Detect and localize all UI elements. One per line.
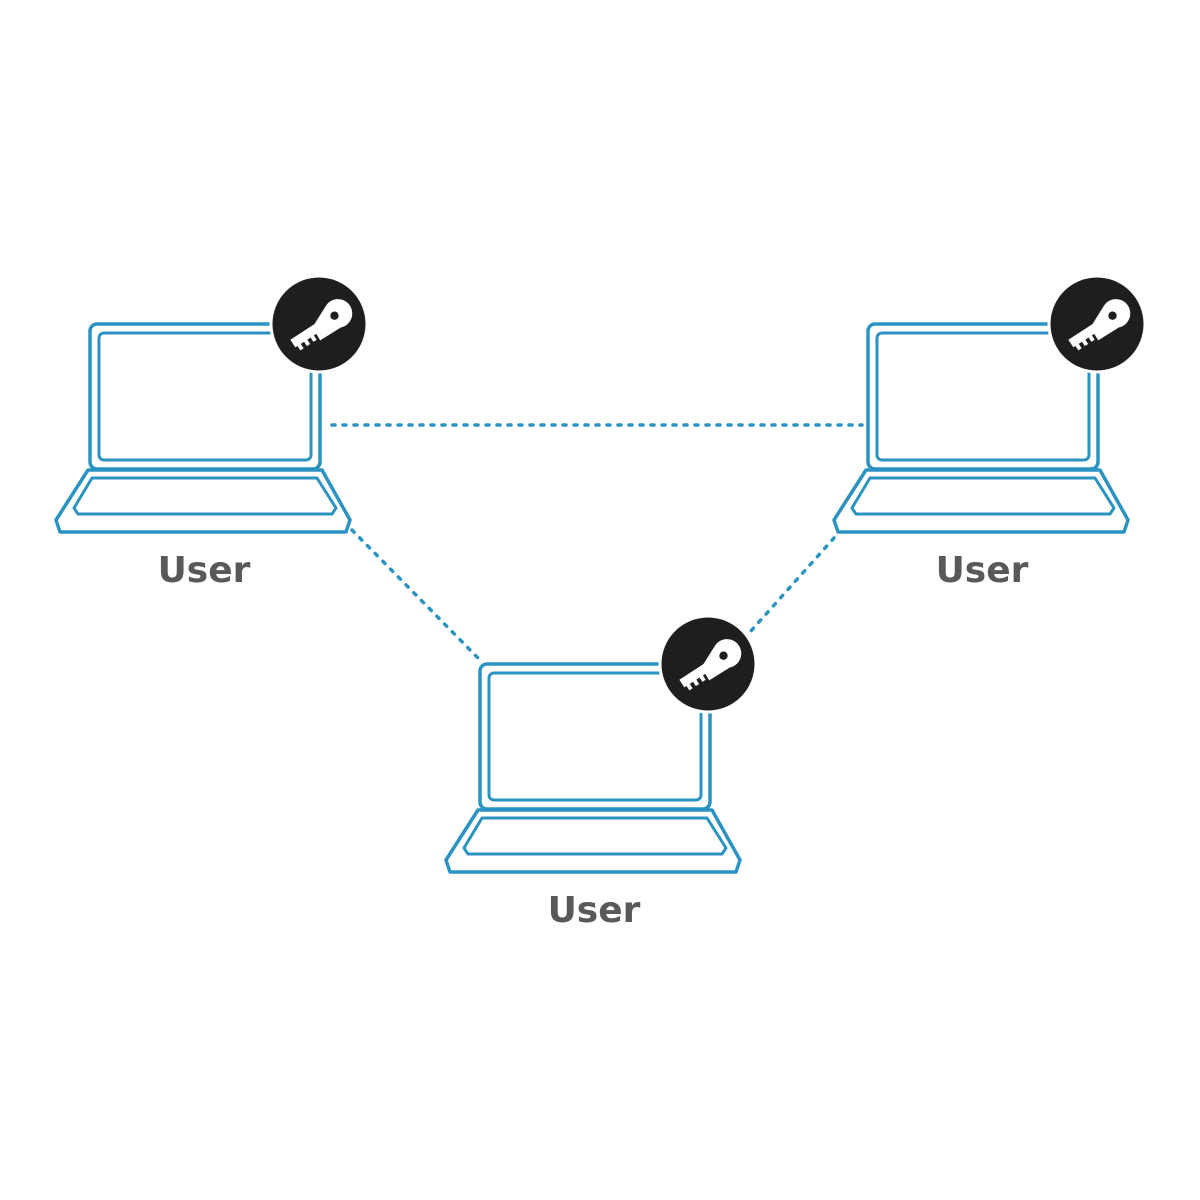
laptop-left: User: [54, 274, 369, 591]
connection-left-bottom: [350, 528, 480, 660]
key-badge: [658, 614, 758, 714]
laptop-icon: [832, 322, 1130, 534]
laptop-icon: [54, 322, 352, 534]
laptop-icon: [444, 662, 742, 874]
key-badge: [269, 274, 369, 374]
node-label: User: [548, 890, 641, 931]
connections: [330, 423, 864, 660]
laptop-bottom: User: [444, 614, 758, 931]
key-badge: [1047, 274, 1147, 374]
node-label: User: [936, 550, 1029, 591]
node-label: User: [158, 550, 251, 591]
connection-right-bottom: [748, 536, 836, 634]
laptop-right: User: [832, 274, 1147, 591]
